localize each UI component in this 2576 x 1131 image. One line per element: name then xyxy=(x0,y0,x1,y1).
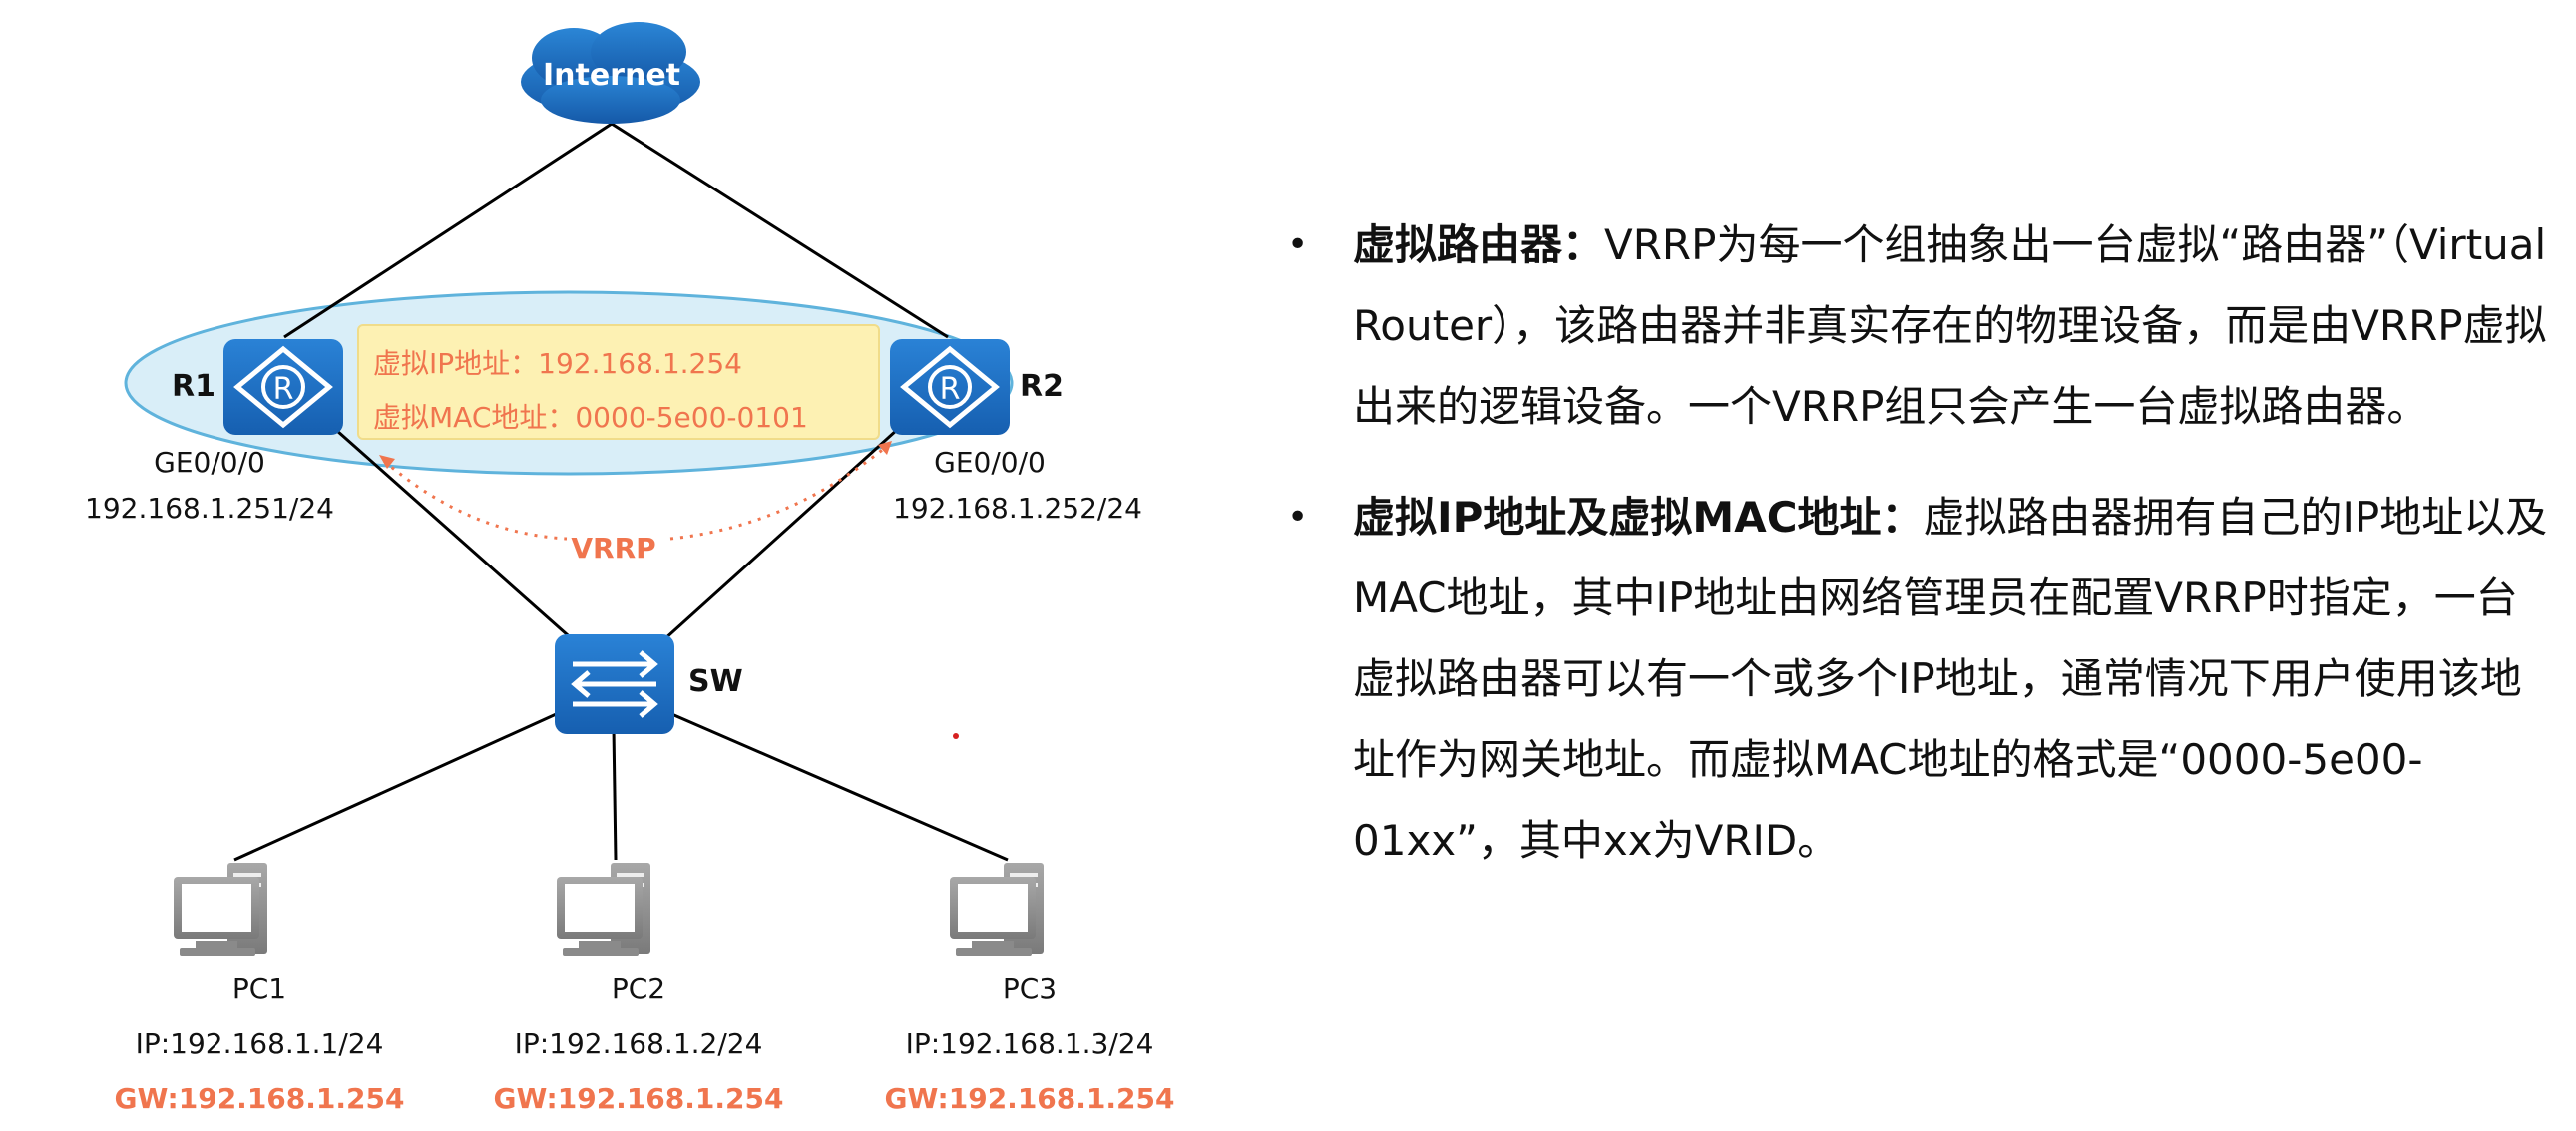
r2-label: R2 xyxy=(1020,369,1064,404)
router-icon: R xyxy=(223,339,343,435)
internet-label: Internet xyxy=(542,58,681,93)
r2-ip-label: 192.168.1.252/24 xyxy=(893,492,1142,525)
r1-port-label: GE0/0/0 xyxy=(154,446,265,479)
bullet-body: VRRP为每一个组抽象出一台虚拟“路由器”（Virtual Router），该路… xyxy=(1353,220,2547,431)
bullet-title: 虚拟路由器： xyxy=(1353,220,1605,269)
virtual-ip-text: 虚拟IP地址：192.168.1.254 xyxy=(373,347,742,380)
pc2-name: PC2 xyxy=(611,972,666,1005)
r1-label: R1 xyxy=(172,369,215,404)
vrrp-topology-diagram: R R xyxy=(0,0,1217,1131)
vrrp-arc xyxy=(379,441,892,541)
description-panel: • 虚拟路由器：VRRP为每一个组抽象出一台虚拟“路由器”（Virtual Ro… xyxy=(1287,204,2554,911)
bullet-virtual-addresses: • 虚拟IP地址及虚拟MAC地址：虚拟路由器拥有自己的IP地址以及MAC地址，其… xyxy=(1287,477,2554,881)
link-internet-r1 xyxy=(283,122,613,339)
r2-port-label: GE0/0/0 xyxy=(934,446,1046,479)
switch-label: SW xyxy=(688,664,743,699)
virtual-mac-text: 虚拟MAC地址：0000-5e00-0101 xyxy=(373,401,808,434)
pc2-ip: IP:192.168.1.2/24 xyxy=(514,1027,763,1060)
bullet-body: 虚拟路由器拥有自己的IP地址以及MAC地址，其中IP地址由网络管理员在配置VRR… xyxy=(1353,493,2548,865)
r1-ip-label: 192.168.1.251/24 xyxy=(85,492,334,525)
link-switch-pc1 xyxy=(233,704,575,862)
stray-dot xyxy=(953,733,959,739)
pc1-gateway: GW:192.168.1.254 xyxy=(114,1082,405,1115)
pc2-gateway: GW:192.168.1.254 xyxy=(493,1082,784,1115)
pc3-ip: IP:192.168.1.3/24 xyxy=(905,1027,1154,1060)
pc-icon xyxy=(174,863,267,956)
vrrp-label: VRRP xyxy=(571,532,656,565)
cloud-icon xyxy=(521,22,700,124)
link-switch-pc3 xyxy=(652,704,1009,862)
pc3-name: PC3 xyxy=(1002,972,1058,1005)
bullet-title: 虚拟IP地址及虚拟MAC地址： xyxy=(1353,493,1924,542)
bullet-virtual-router: • 虚拟路由器：VRRP为每一个组抽象出一台虚拟“路由器”（Virtual Ro… xyxy=(1287,204,2554,447)
pc-icon xyxy=(950,863,1044,956)
pc1-name: PC1 xyxy=(231,972,287,1005)
bullet-dot-icon: • xyxy=(1287,497,1309,538)
bullet-dot-icon: • xyxy=(1287,224,1309,265)
switch-icon xyxy=(555,634,674,734)
pc1-ip: IP:192.168.1.1/24 xyxy=(135,1027,384,1060)
router-icon: R xyxy=(890,339,1010,435)
link-internet-r2 xyxy=(611,122,949,339)
pc3-gateway: GW:192.168.1.254 xyxy=(884,1082,1175,1115)
links xyxy=(233,122,1009,862)
topology-canvas: R R xyxy=(124,22,1044,956)
pc-icon xyxy=(557,863,650,956)
svg-text:R: R xyxy=(273,372,294,407)
link-switch-pc2 xyxy=(612,727,618,861)
svg-text:R: R xyxy=(940,372,961,407)
virtual-address-box: 虚拟IP地址：192.168.1.254 虚拟MAC地址：0000-5e00-0… xyxy=(357,324,880,440)
